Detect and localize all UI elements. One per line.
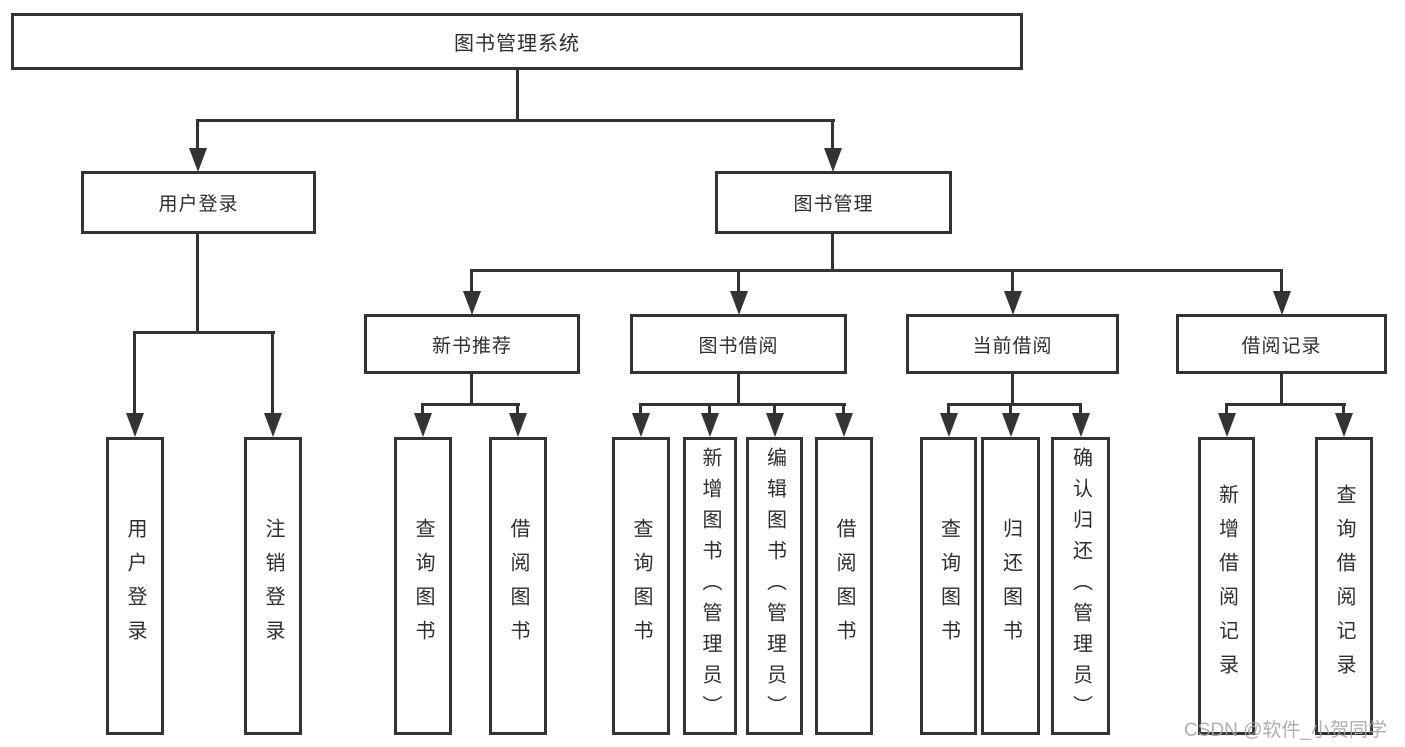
branch-leaf-user-login	[133, 331, 136, 415]
arrowhead-edit-book-admin	[765, 413, 784, 437]
leaf-logout-login-label: 注销登录	[262, 518, 284, 654]
branch-search-book-2	[639, 403, 642, 417]
level3-rail	[470, 269, 1283, 272]
branch-borrow-records	[1280, 269, 1283, 295]
arrowhead-return-book	[1001, 413, 1020, 437]
watermark-text: CSDN @软件_小贺同学	[1184, 720, 1387, 741]
branch-return-book	[1009, 403, 1012, 417]
node-user-login: 用户登录	[81, 171, 316, 234]
arrowhead-borrow-book-2	[835, 413, 853, 437]
node-root-label: 图书管理系统	[454, 33, 580, 55]
leaf-search-borrow-record-label: 查询借阅记录	[1333, 484, 1355, 688]
arrowhead-current-borrow	[1003, 291, 1022, 315]
level2-rail	[196, 119, 835, 122]
branch-edit-book-admin	[773, 403, 776, 417]
node-book-borrow: 图书借阅	[630, 314, 847, 374]
leaf-logout-login: 注销登录	[244, 437, 302, 735]
node-root: 图书管理系统	[11, 13, 1023, 70]
leaf-edit-book-admin-label: 编辑图书（管理员）	[763, 447, 786, 726]
book-management-stem	[831, 234, 834, 272]
node-book-management: 图书管理	[715, 171, 952, 234]
node-new-book-recommend: 新书推荐	[364, 314, 580, 374]
leaf-edit-book-admin: 编辑图书（管理员）	[746, 437, 803, 735]
leaf-user-login: 用户登录	[106, 437, 164, 735]
branch-borrow-book-2	[842, 403, 845, 417]
leaf-return-book: 归还图书	[981, 437, 1040, 735]
arrowhead-book-management	[823, 148, 842, 172]
leaf-add-borrow-record: 新增借阅记录	[1198, 437, 1255, 735]
branch-search-book-1	[421, 403, 424, 417]
branch-book-borrow	[737, 269, 740, 295]
leaf-borrow-book-2: 借阅图书	[815, 437, 873, 735]
leaf-borrow-book-2-label: 借阅图书	[833, 518, 855, 654]
node-new-book-recommend-label: 新书推荐	[431, 335, 512, 357]
leaf-search-book-2-label: 查询图书	[630, 518, 652, 654]
leaf-borrow-book-1-label: 借阅图书	[507, 518, 529, 654]
node-current-borrow-label: 当前借阅	[972, 335, 1053, 357]
branch-search-book-3	[947, 403, 950, 417]
arrowhead-confirm-return-admin	[1071, 413, 1090, 437]
leaf-search-book-1-label: 查询图书	[412, 518, 434, 654]
arrowhead-user-login	[188, 148, 207, 172]
branch-confirm-return-admin	[1079, 403, 1082, 417]
arrowhead-leaf-user-login	[126, 413, 144, 437]
arrowhead-search-book-1	[414, 413, 432, 437]
current-borrow-stem	[1011, 374, 1014, 406]
branch-leaf-logout	[271, 331, 274, 415]
leaf-borrow-book-1: 借阅图书	[489, 437, 547, 735]
root-stem	[516, 70, 519, 121]
branch-current-borrow	[1011, 269, 1014, 295]
node-current-borrow: 当前借阅	[906, 314, 1119, 374]
leaf-add-borrow-record-label: 新增借阅记录	[1215, 484, 1238, 688]
current-borrow-rail	[947, 403, 1082, 406]
node-book-borrow-label: 图书借阅	[698, 335, 779, 357]
leaf-return-book-label: 归还图书	[999, 518, 1022, 654]
branch-add-book-admin	[708, 403, 711, 417]
leaf-user-login-label: 用户登录	[124, 518, 146, 654]
branch-new-book-recommend	[470, 269, 473, 295]
new-book-recommend-rail	[421, 403, 520, 406]
arrowhead-search-borrow-record	[1335, 413, 1353, 437]
arrowhead-borrow-book-1	[509, 413, 527, 437]
arrowhead-add-book-admin	[701, 413, 719, 437]
user-login-stem	[196, 234, 199, 334]
branch-search-borrow-record	[1342, 403, 1345, 417]
leaf-add-book-admin-label: 新增图书（管理员）	[699, 447, 721, 726]
arrowhead-add-borrow-record	[1217, 413, 1236, 437]
branch-book-management	[831, 119, 834, 151]
node-book-management-label: 图书管理	[793, 194, 874, 215]
node-borrow-records-label: 借阅记录	[1241, 335, 1322, 357]
user-login-rail	[133, 331, 275, 334]
node-user-login-label: 用户登录	[158, 194, 239, 215]
arrowhead-new-book-recommend	[462, 291, 481, 315]
book-borrow-stem	[737, 374, 740, 406]
leaf-search-borrow-record: 查询借阅记录	[1315, 437, 1373, 735]
node-borrow-records: 借阅记录	[1176, 314, 1387, 374]
leaf-search-book-3-label: 查询图书	[937, 518, 960, 654]
borrow-records-stem	[1280, 374, 1283, 406]
arrowhead-search-book-2	[632, 413, 650, 437]
branch-borrow-book-1	[516, 403, 519, 417]
arrowhead-search-book-3	[939, 413, 958, 437]
leaf-search-book-2: 查询图书	[612, 437, 670, 735]
new-book-recommend-stem	[470, 374, 473, 406]
leaf-confirm-return-admin-label: 确认归还（管理员）	[1069, 447, 1092, 726]
arrowhead-leaf-logout	[264, 413, 282, 437]
leaf-search-book-1: 查询图书	[394, 437, 452, 735]
leaf-search-book-3: 查询图书	[920, 437, 977, 735]
leaf-add-book-admin: 新增图书（管理员）	[683, 437, 737, 735]
book-borrow-rail	[639, 403, 846, 406]
branch-user-login	[196, 119, 199, 151]
arrowhead-borrow-records	[1272, 291, 1291, 315]
leaf-confirm-return-admin: 确认归还（管理员）	[1051, 437, 1110, 735]
borrow-records-rail	[1225, 403, 1346, 406]
arrowhead-book-borrow	[729, 291, 748, 315]
branch-add-borrow-record	[1225, 403, 1228, 417]
